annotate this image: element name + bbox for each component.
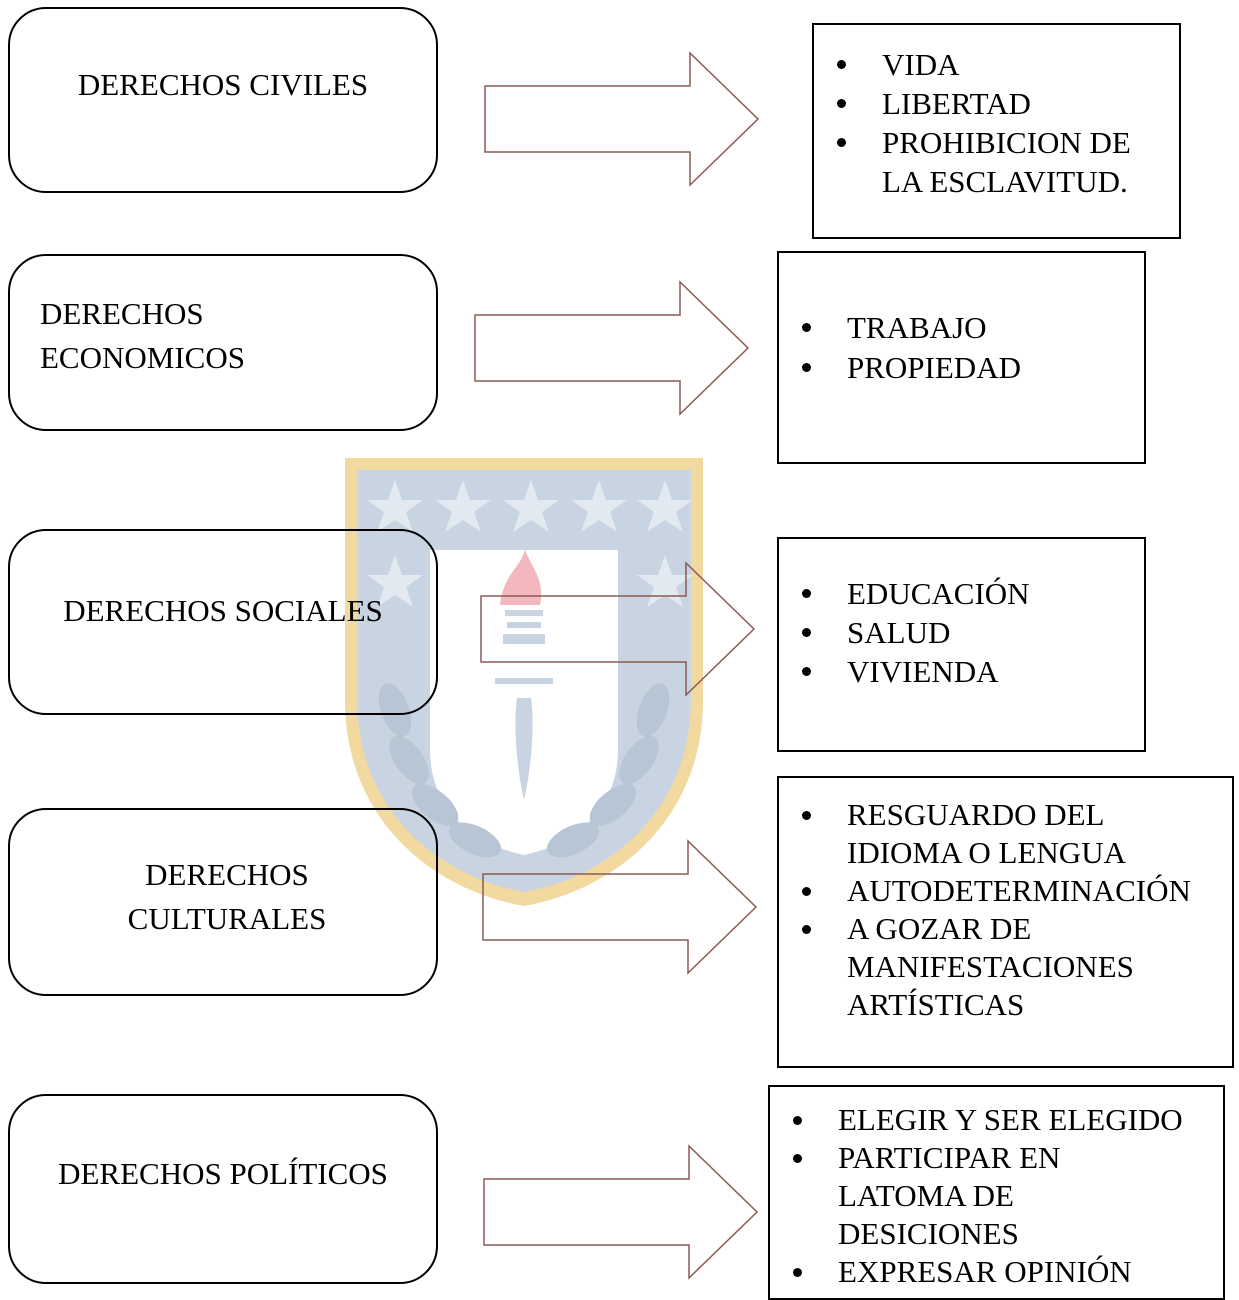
category-label-sociales: DERECHOS SOCIALES (63, 593, 383, 628)
list-item: A GOZAR DE MANIFESTACIONES ARTÍSTICAS (802, 910, 1222, 1024)
list-item: EXPRESAR OPINIÓN (793, 1253, 1213, 1291)
bullet-list-civiles: VIDA LIBERTAD PROHIBICION DE LA ESCLAVIT… (837, 45, 1169, 201)
category-box-sociales: DERECHOS SOCIALES (8, 529, 438, 715)
list-box-economicos: TRABAJO PROPIEDAD (777, 251, 1146, 464)
bullet-list-culturales: RESGUARDO DEL IDIOMA O LENGUA AUTODETERM… (802, 796, 1222, 1024)
bullet-list-politicos: ELEGIR Y SER ELEGIDO PARTICIPAR EN LATOM… (793, 1101, 1213, 1291)
list-box-sociales: EDUCACIÓN SALUD VIVIENDA (777, 537, 1146, 752)
arrow-right-politicos (483, 1144, 759, 1280)
category-box-culturales: DERECHOS CULTURALES (8, 808, 438, 996)
category-label-civiles: DERECHOS CIVILES (77, 67, 369, 102)
arrow-right-economicos (474, 280, 750, 416)
category-box-economicos: DERECHOS ECONOMICOS (8, 254, 438, 431)
category-label-politicos: DERECHOS POLÍTICOS (58, 1156, 388, 1191)
list-item: AUTODETERMINACIÓN (802, 872, 1222, 910)
list-box-politicos: ELEGIR Y SER ELEGIDO PARTICIPAR EN LATOM… (768, 1085, 1225, 1300)
arrow-right-civiles (484, 51, 760, 187)
category-box-civiles: DERECHOS CIVILES (8, 7, 438, 193)
list-item: EDUCACIÓN (802, 574, 1134, 613)
category-label-economicos: DERECHOS ECONOMICOS (40, 295, 245, 375)
list-box-civiles: VIDA LIBERTAD PROHIBICION DE LA ESCLAVIT… (812, 23, 1181, 239)
list-item: PROHIBICION DE LA ESCLAVITUD. (837, 123, 1169, 201)
list-item: RESGUARDO DEL IDIOMA O LENGUA (802, 796, 1222, 872)
list-item: LIBERTAD (837, 84, 1169, 123)
arrow-right-culturales (482, 839, 758, 975)
list-item: ELEGIR Y SER ELEGIDO (793, 1101, 1213, 1139)
list-box-culturales: RESGUARDO DEL IDIOMA O LENGUA AUTODETERM… (777, 776, 1234, 1068)
list-item: VIDA (837, 45, 1169, 84)
bullet-list-economicos: TRABAJO PROPIEDAD (802, 308, 1134, 388)
list-item: PROPIEDAD (802, 348, 1134, 388)
arrow-right-sociales (480, 561, 756, 697)
category-label-culturales: DERECHOS CULTURALES (127, 857, 327, 936)
list-item: TRABAJO (802, 308, 1134, 348)
bullet-list-sociales: EDUCACIÓN SALUD VIVIENDA (802, 574, 1134, 691)
list-item: VIVIENDA (802, 652, 1134, 691)
category-box-politicos: DERECHOS POLÍTICOS (8, 1094, 438, 1284)
list-item: SALUD (802, 613, 1134, 652)
list-item: PARTICIPAR EN LATOMA DE DESICIONES (793, 1139, 1098, 1253)
